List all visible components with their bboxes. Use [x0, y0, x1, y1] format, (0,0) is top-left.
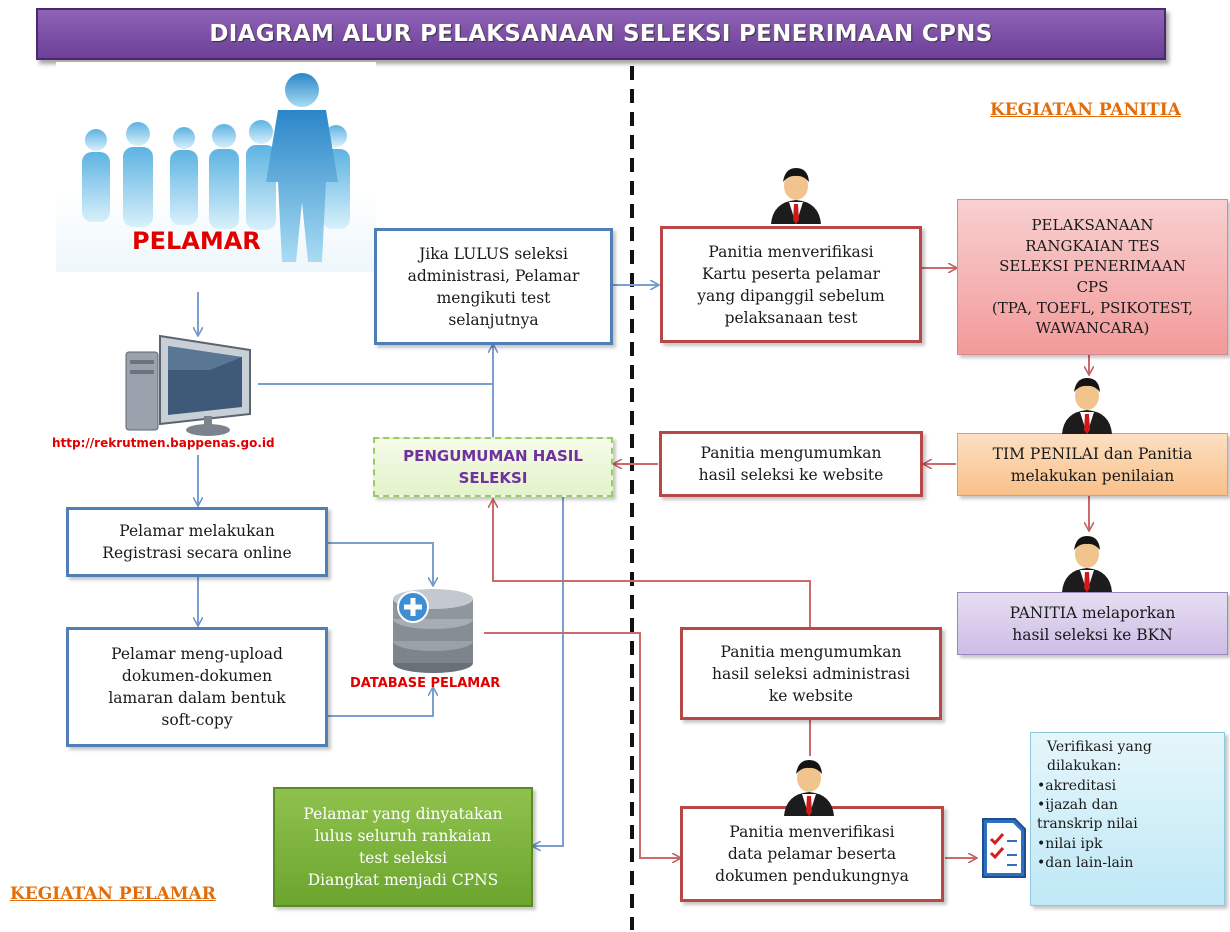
verifikasi-heading: Verifikasi yang dilakukan: — [1047, 739, 1152, 775]
pelaksanaan-tes-box: PELAKSANAAN RANGKAIAN TES SELEKSI PENERI… — [957, 199, 1228, 355]
verifikasi-data-box: Panitia menverifikasi data pelamar beser… — [680, 806, 944, 902]
jika-lulus-box: Jika LULUS seleksi administrasi, Pelamar… — [374, 228, 613, 345]
website-url-label: http://rekrutmen.bappenas.go.id — [52, 436, 275, 450]
verifikasi-kartu-box: Panitia menverifikasi Kartu peserta pela… — [660, 226, 922, 343]
verifikasi-detail-box: Verifikasi yang dilakukan: •akreditasi •… — [1030, 732, 1225, 906]
tim-penilai-box: TIM PENILAI dan Panitia melakukan penila… — [957, 433, 1228, 496]
kegiatan-pelamar-label: KEGIATAN PELAMAR — [10, 884, 216, 904]
officer-icon — [1058, 372, 1116, 438]
pelamar-label: PELAMAR — [132, 227, 261, 255]
verifikasi-item: •nilai ipk — [1037, 835, 1103, 852]
officer-icon — [1058, 530, 1116, 596]
umumkan-administrasi-box: Panitia mengumumkan hasil seleksi admini… — [680, 627, 942, 720]
database-icon — [387, 585, 481, 681]
officer-icon — [767, 162, 825, 228]
verifikasi-item: •ijazah dan transkrip nilai — [1037, 796, 1138, 833]
database-label: DATABASE PELAMAR — [350, 676, 501, 691]
applicants-silhouette-image — [56, 62, 376, 272]
officer-icon — [780, 754, 838, 820]
computer-icon — [120, 330, 260, 444]
kegiatan-panitia-label: KEGIATAN PANITIA — [990, 100, 1181, 120]
diagram-title: DIAGRAM ALUR PELAKSANAAN SELEKSI PENERIM… — [36, 8, 1166, 60]
diangkat-cpns-box: Pelamar yang dinyatakan lulus seluruh ra… — [273, 787, 533, 907]
lapor-bkn-box: PANITIA melaporkan hasil seleksi ke BKN — [957, 592, 1228, 655]
registrasi-online-box: Pelamar melakukan Registrasi secara onli… — [66, 507, 328, 577]
verifikasi-item: •akreditasi — [1037, 777, 1117, 794]
umumkan-website-box: Panitia mengumumkan hasil seleksi ke web… — [659, 431, 923, 497]
verifikasi-item: •dan lain-lain — [1037, 854, 1134, 871]
checklist-icon — [975, 815, 1031, 885]
upload-dokumen-box: Pelamar meng-upload dokumen-dokumen lama… — [66, 627, 328, 747]
pengumuman-hasil-box: PENGUMUMAN HASIL SELEKSI — [373, 437, 613, 497]
